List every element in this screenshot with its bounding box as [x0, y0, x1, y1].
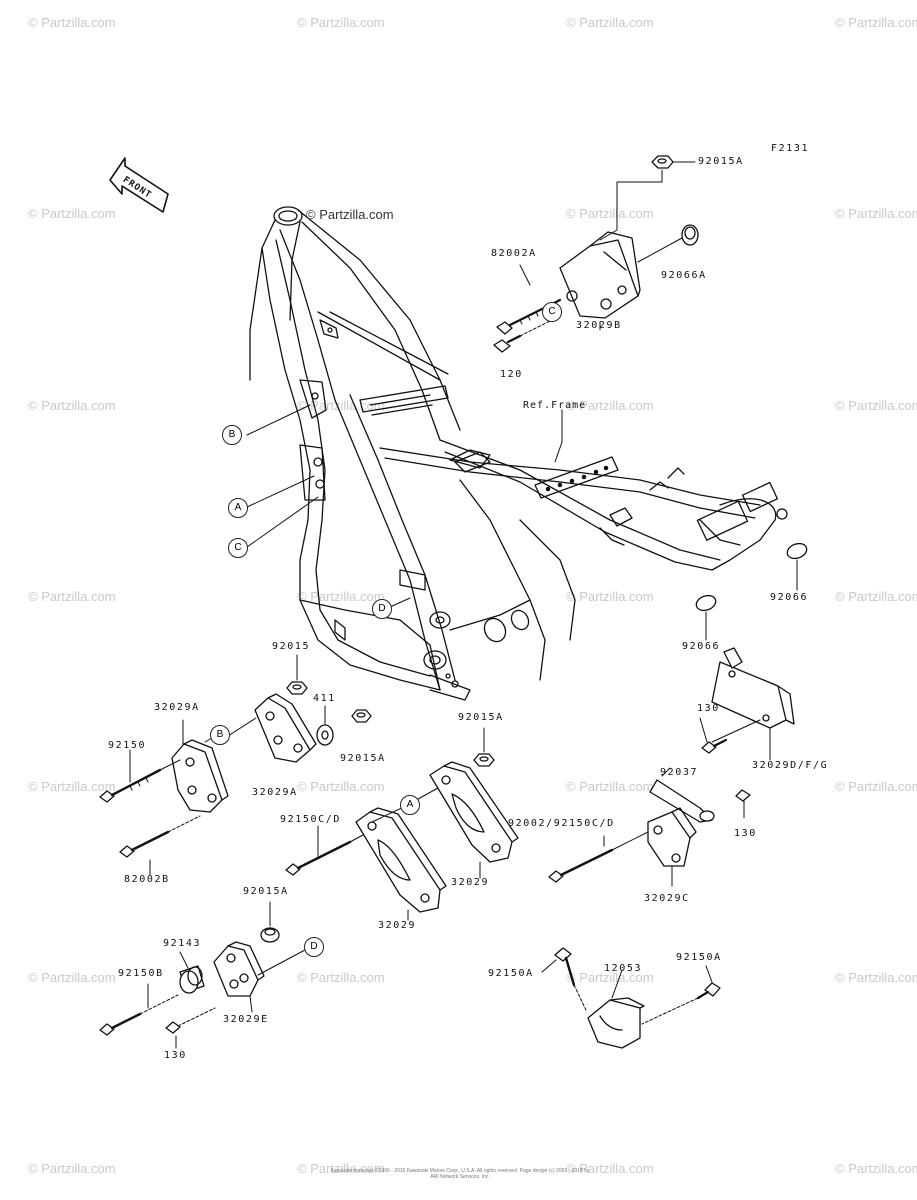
watermark: © Partzilla.com	[297, 970, 385, 985]
upper-right-parts	[494, 156, 698, 352]
watermark: © Partzilla.com	[566, 1161, 654, 1176]
part-label: 32029	[451, 877, 490, 888]
lower-left-parts	[100, 655, 371, 875]
part-label: 92066	[770, 592, 809, 603]
part-label: 92015A	[458, 712, 504, 723]
part-label: 92015	[272, 641, 311, 652]
watermark: © Partzilla.com	[28, 15, 116, 30]
part-label: 92037	[660, 767, 699, 778]
part-label: 92002/92150C/D	[508, 818, 615, 829]
callout-c: C	[228, 538, 248, 558]
part-label: 130	[164, 1050, 187, 1061]
callout-a: A	[400, 795, 420, 815]
main-frame	[250, 207, 787, 700]
watermark: © Partzilla.com	[566, 15, 654, 30]
callout-a: A	[228, 498, 248, 518]
callout-b: B	[222, 425, 242, 445]
part-label: 411	[313, 693, 336, 704]
watermark: © Partzilla.com	[566, 398, 654, 413]
watermark: © Partzilla.com	[28, 398, 116, 413]
watermark: © Partzilla.com	[835, 15, 917, 30]
part-label: 92015A	[340, 753, 386, 764]
part-label: 32029C	[644, 893, 690, 904]
watermark: © Partzilla.com	[835, 206, 917, 221]
bottom-left-parts	[100, 942, 305, 1048]
watermark: © Partzilla.com	[297, 15, 385, 30]
watermark: © Partzilla.com	[566, 206, 654, 221]
watermark: © Partzilla.com	[835, 398, 917, 413]
callout-c: C	[542, 302, 562, 322]
part-label: 32029A	[252, 787, 298, 798]
watermark: © Partzilla.com	[566, 779, 654, 794]
part-label: 92143	[163, 938, 202, 949]
watermark: © Partzilla.com	[835, 779, 917, 794]
watermark: © Partzilla.com	[297, 1161, 385, 1176]
part-label: 92150C/D	[280, 814, 341, 825]
part-label: 92015A	[243, 886, 289, 897]
figure-code: F2131	[771, 143, 810, 154]
part-label: 92066A	[661, 270, 707, 281]
callout-b: B	[210, 725, 230, 745]
part-label: 92150B	[118, 968, 164, 979]
part-label: 32029E	[223, 1014, 269, 1025]
part-label: 32029B	[576, 320, 622, 331]
brand-logo: © Partzilla.com	[306, 207, 394, 222]
part-label: 120	[500, 369, 523, 380]
watermark: © Partzilla.com	[297, 779, 385, 794]
part-label: 92150A	[488, 968, 534, 979]
middle-lower-parts	[261, 728, 518, 942]
right-lower-parts	[542, 648, 794, 1048]
part-label: 92066	[682, 641, 721, 652]
watermark: © Partzilla.com	[835, 589, 917, 604]
part-label: 92015A	[698, 156, 744, 167]
copyright-notice: Kawasaki materials ©1996 - 2015 Kawasaki…	[330, 1168, 590, 1180]
watermark: © Partzilla.com	[28, 970, 116, 985]
watermark: © Partzilla.com	[835, 970, 917, 985]
part-label: 32029A	[154, 702, 200, 713]
ref-frame-label: Ref.Frame	[523, 400, 587, 411]
part-label: 130	[734, 828, 757, 839]
watermark: © Partzilla.com	[566, 589, 654, 604]
part-label: 82002A	[491, 248, 537, 259]
part-label: 12053	[604, 963, 643, 974]
part-label: 32029D/F/G	[752, 760, 829, 771]
part-label: 130	[697, 703, 720, 714]
callout-d: D	[304, 937, 324, 957]
watermark: © Partzilla.com	[566, 970, 654, 985]
watermark: © Partzilla.com	[28, 779, 116, 794]
watermark: © Partzilla.com	[28, 1161, 116, 1176]
part-label: 92150A	[676, 952, 722, 963]
watermark: © Partzilla.com	[28, 206, 116, 221]
watermark: © Partzilla.com	[835, 1161, 917, 1176]
watermark: © Partzilla.com	[28, 589, 116, 604]
callout-d: D	[372, 599, 392, 619]
part-label: 92150	[108, 740, 147, 751]
part-label: 32029	[378, 920, 417, 931]
plug-caps	[694, 541, 809, 640]
part-label: 82002B	[124, 874, 170, 885]
front-arrow-icon	[110, 158, 168, 212]
